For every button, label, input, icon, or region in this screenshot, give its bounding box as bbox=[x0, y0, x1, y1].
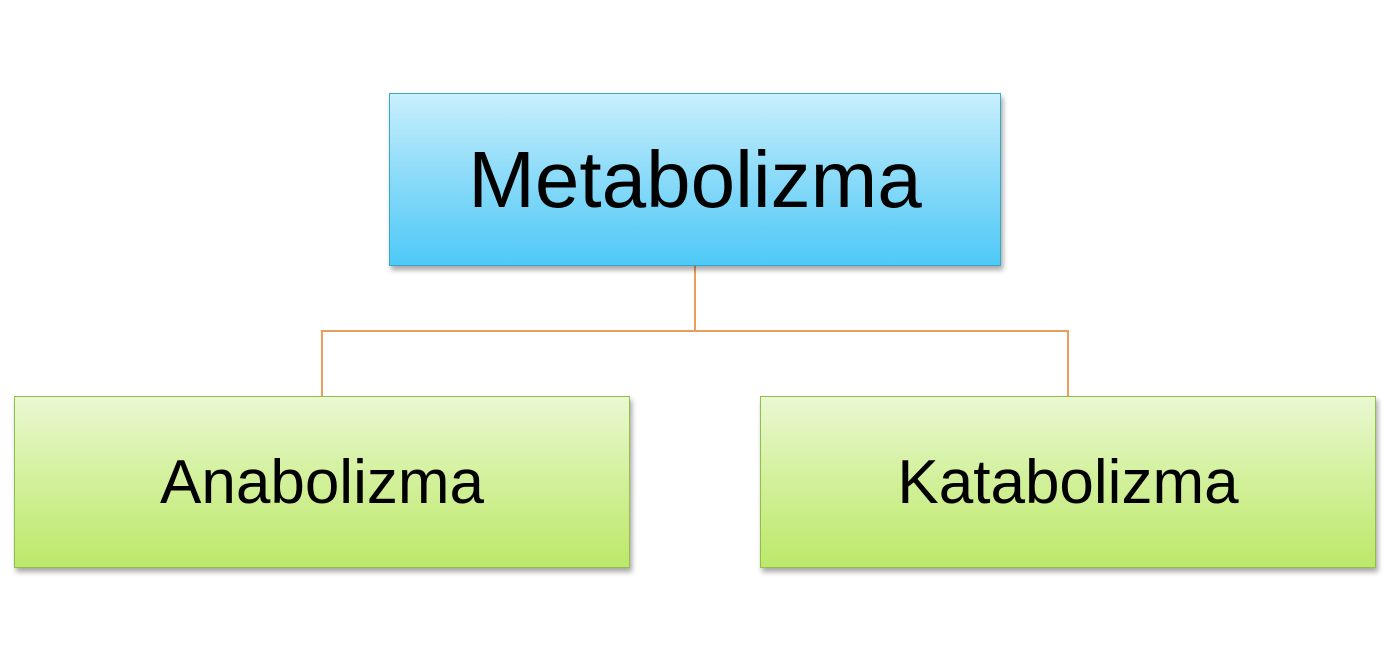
connector-root-to-katabolizma bbox=[695, 330, 1069, 396]
node-metabolizma: Metabolizma bbox=[389, 93, 1001, 266]
connector-root-to-anabolizma bbox=[321, 266, 696, 396]
node-label: Metabolizma bbox=[468, 134, 922, 224]
node-anabolizma: Anabolizma bbox=[14, 396, 630, 568]
node-katabolizma: Katabolizma bbox=[760, 396, 1376, 568]
node-label: Katabolizma bbox=[897, 447, 1239, 517]
node-label: Anabolizma bbox=[160, 447, 484, 517]
